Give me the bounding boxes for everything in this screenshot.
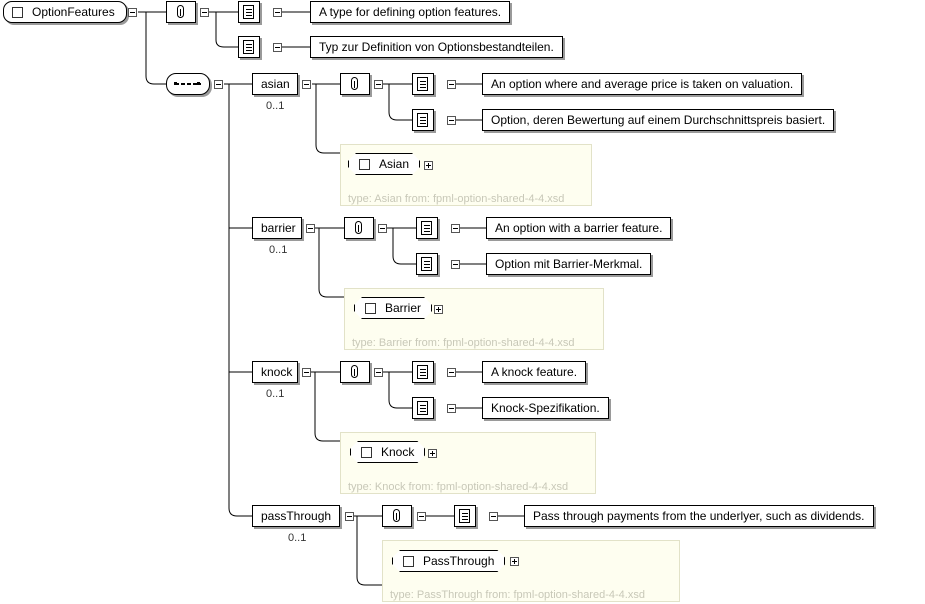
complex-type-barrier[interactable]: Barrier (354, 297, 432, 319)
complex-type-asian[interactable]: Asian (348, 153, 420, 175)
document-icon (417, 365, 428, 379)
sequence-icon[interactable] (166, 73, 210, 95)
minus-toggle-icon[interactable] (447, 116, 456, 125)
documentation-box[interactable] (238, 36, 260, 58)
minus-toggle-icon[interactable] (273, 8, 282, 17)
checkbox-icon (365, 303, 376, 314)
element-knock[interactable]: knock (252, 361, 298, 383)
occurrence-label: 0..1 (269, 244, 288, 256)
minus-toggle-icon[interactable] (451, 260, 460, 269)
annotation-box[interactable] (340, 73, 370, 95)
doc-text: A knock feature. (482, 361, 587, 383)
root-type-label: OptionFeatures (32, 5, 115, 19)
plus-toggle-icon[interactable] (434, 305, 443, 314)
documentation-box[interactable] (412, 109, 434, 131)
document-icon (417, 113, 428, 127)
type-name: Barrier (385, 301, 422, 315)
document-icon (417, 401, 428, 415)
type-info: type: PassThrough from: fpml-option-shar… (390, 589, 645, 601)
type-info: type: Knock from: fpml-option-shared-4-4… (348, 481, 569, 493)
minus-toggle-icon[interactable] (128, 8, 137, 17)
occurrence-label: 0..1 (266, 388, 285, 400)
doc-text: Pass through payments from the underlyer… (524, 505, 874, 527)
document-icon (243, 5, 254, 19)
plus-toggle-icon[interactable] (428, 449, 437, 458)
element-barrier[interactable]: barrier (252, 217, 302, 239)
checkbox-icon (403, 556, 414, 567)
document-icon (459, 509, 470, 523)
minus-toggle-icon[interactable] (374, 80, 383, 89)
plus-toggle-icon[interactable] (510, 557, 519, 566)
annotation-box[interactable] (340, 361, 370, 383)
doc-text: Knock-Spezifikation. (482, 397, 609, 419)
type-info: type: Asian from: fpml-option-shared-4-4… (348, 193, 565, 205)
root-complex-type[interactable]: OptionFeatures (3, 1, 127, 23)
minus-toggle-icon[interactable] (214, 80, 223, 89)
element-asian[interactable]: asian (252, 73, 298, 95)
minus-toggle-icon[interactable] (302, 80, 311, 89)
documentation-box[interactable] (416, 253, 438, 275)
type-info: type: Barrier from: fpml-option-shared-4… (352, 337, 575, 349)
checkbox-icon (12, 7, 23, 18)
type-name: PassThrough (423, 554, 495, 568)
doc-text: A type for defining option features. (310, 1, 511, 23)
documentation-box[interactable] (416, 217, 438, 239)
minus-toggle-icon[interactable] (447, 368, 456, 377)
plus-toggle-icon[interactable] (424, 161, 433, 170)
element-passthrough[interactable]: passThrough (252, 505, 340, 527)
document-icon (417, 77, 428, 91)
document-icon (421, 257, 432, 271)
minus-toggle-icon[interactable] (374, 368, 383, 377)
checkbox-icon (361, 447, 372, 458)
occurrence-label: 0..1 (266, 100, 285, 112)
minus-toggle-icon[interactable] (302, 368, 311, 377)
annotation-box[interactable] (166, 1, 196, 23)
documentation-box[interactable] (412, 361, 434, 383)
document-icon (421, 221, 432, 235)
complex-type-passthrough[interactable]: PassThrough (392, 550, 505, 572)
documentation-box[interactable] (412, 73, 434, 95)
minus-toggle-icon[interactable] (451, 224, 460, 233)
type-name: Asian (379, 157, 410, 171)
annotation-box[interactable] (344, 217, 374, 239)
doc-text: An option with a barrier feature. (486, 217, 672, 239)
checkbox-icon (359, 159, 370, 170)
minus-toggle-icon[interactable] (200, 8, 209, 17)
occurrence-label: 0..1 (288, 532, 307, 544)
paperclip-icon (177, 5, 184, 18)
minus-toggle-icon[interactable] (489, 512, 498, 521)
minus-toggle-icon[interactable] (273, 43, 282, 52)
paperclip-icon (351, 365, 358, 378)
doc-text: Typ zur Definition von Optionsbestandtei… (310, 36, 563, 58)
minus-toggle-icon[interactable] (417, 512, 426, 521)
type-name: Knock (381, 445, 415, 459)
documentation-box[interactable] (454, 505, 476, 527)
doc-text: Option, deren Bewertung auf einem Durchs… (482, 109, 835, 131)
minus-toggle-icon[interactable] (378, 224, 387, 233)
paperclip-icon (355, 221, 362, 234)
documentation-box[interactable] (238, 1, 260, 23)
annotation-box[interactable] (382, 505, 412, 527)
minus-toggle-icon[interactable] (306, 224, 315, 233)
minus-toggle-icon[interactable] (447, 80, 456, 89)
document-icon (243, 40, 254, 54)
minus-toggle-icon[interactable] (345, 512, 354, 521)
doc-text: An option where and average price is tak… (482, 73, 803, 95)
complex-type-knock[interactable]: Knock (350, 441, 425, 463)
paperclip-icon (351, 77, 358, 90)
doc-text: Option mit Barrier-Merkmal. (486, 253, 652, 275)
documentation-box[interactable] (412, 397, 434, 419)
paperclip-icon (393, 509, 400, 522)
minus-toggle-icon[interactable] (447, 404, 456, 413)
